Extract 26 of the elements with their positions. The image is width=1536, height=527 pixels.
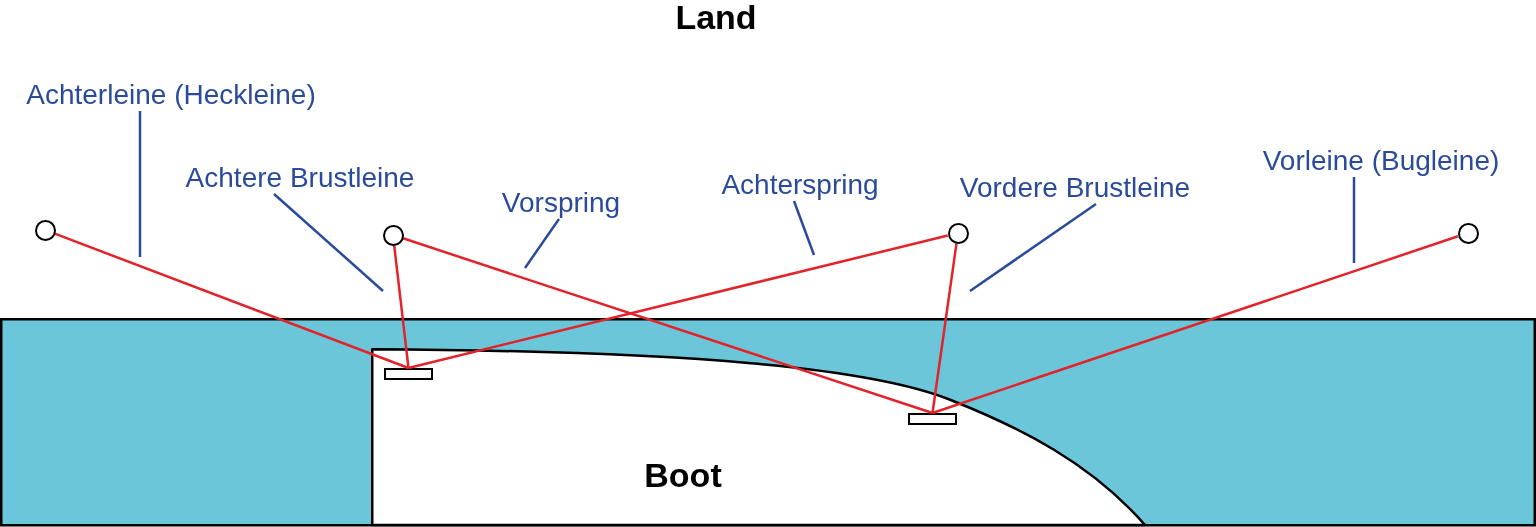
callout-label: Achterleine (Heckleine) <box>26 79 316 111</box>
leader-line <box>273 193 384 292</box>
callout-label: Achterspring <box>721 169 879 201</box>
mooring-line <box>931 243 958 414</box>
bollard <box>382 224 404 246</box>
bollard <box>947 222 969 244</box>
callout-label: Vordere Brustleine <box>959 172 1191 204</box>
callout-label: Vorspring <box>501 187 621 219</box>
leader-line <box>969 202 1097 293</box>
mooring-line <box>392 245 410 369</box>
leader-line <box>523 218 561 269</box>
mooring-line <box>408 234 949 370</box>
leader-line <box>792 200 816 256</box>
callout-label: Achtere Brustleine <box>185 162 415 194</box>
mooring-line <box>402 237 933 415</box>
leader-line <box>138 111 142 257</box>
cleat <box>908 413 957 425</box>
region-label: Boot <box>644 458 722 492</box>
region-label: Land <box>675 0 757 34</box>
bollard <box>34 219 56 241</box>
mooring-line <box>54 232 409 370</box>
mooring-line <box>932 235 1459 415</box>
cleat <box>384 368 433 380</box>
callout-label: Vorleine (Bugleine) <box>1262 145 1500 177</box>
bollard <box>1457 222 1479 244</box>
leader-line <box>1352 177 1356 263</box>
